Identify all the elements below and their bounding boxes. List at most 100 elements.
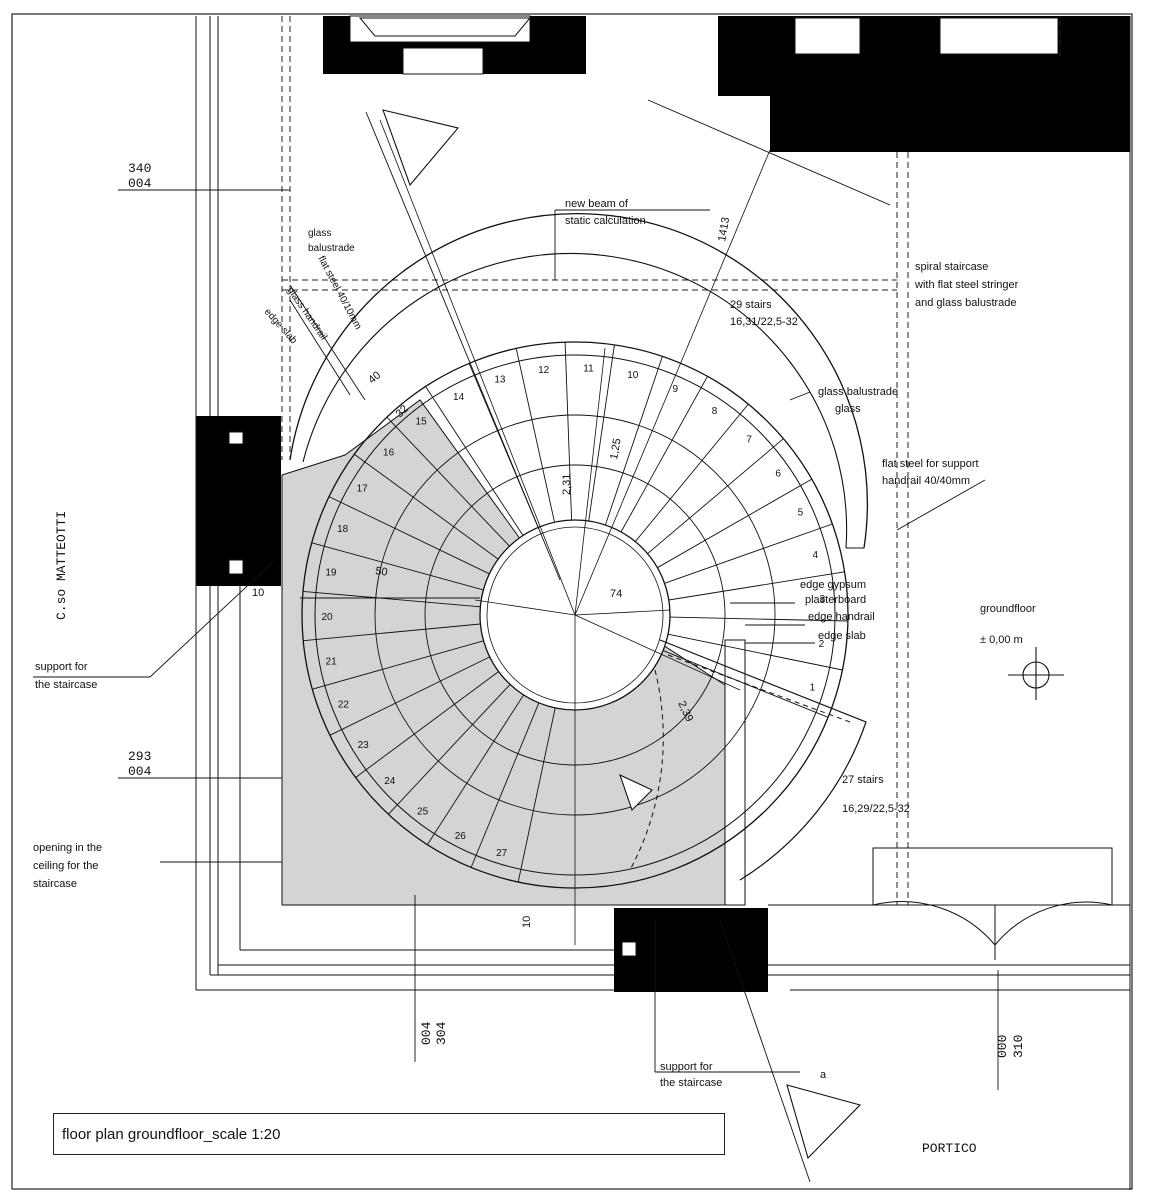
note-stairs-a-1: 29 stairs (730, 299, 772, 311)
stair-tread-line (564, 342, 573, 521)
step-number: 6 (775, 469, 781, 480)
note-flat-steel-support-2: handrail 40/40mm (882, 475, 970, 487)
note-edge-handrail: edge handrail (808, 611, 875, 623)
sheet-border (11, 13, 1133, 1190)
level-marker-symbol (1008, 647, 1064, 700)
note-glass-bal-1: glass (308, 228, 331, 239)
stair-tread-line (620, 376, 708, 533)
step-number: 27 (496, 848, 508, 859)
note-letter-a: a (820, 1069, 827, 1081)
level-upper-bottom: 004 (128, 176, 152, 191)
stair-tread-line (664, 523, 833, 584)
dim-10-bottom: 10 (521, 916, 533, 928)
level-bottom-right-b: 310 (1011, 1035, 1026, 1058)
note-right-glass-bal: glass balustrade (818, 386, 898, 398)
note-support-left-1: support for (35, 661, 88, 673)
step-number: 8 (712, 406, 718, 417)
step-number: 26 (455, 831, 467, 842)
portico-doors (872, 847, 1113, 960)
step-number: 9 (673, 384, 679, 395)
stair-tread-line (354, 453, 499, 560)
level-name: groundfloor (980, 603, 1036, 615)
step-number: 24 (384, 776, 396, 787)
level-bottom-center-a: 004 (419, 1021, 434, 1045)
step-number: 11 (583, 363, 594, 374)
step-number: 21 (326, 657, 338, 668)
stair-tread-line (386, 416, 510, 547)
stair-tread-line (355, 671, 499, 778)
note-new-beam-1: new beam of (565, 198, 629, 210)
note-opening-1: opening in the (33, 842, 102, 854)
street-label: C.so MATTEOTTI (54, 511, 69, 620)
portico-label: PORTICO (922, 1141, 977, 1156)
note-right-glass: glass (835, 403, 861, 415)
dim-10-left: 10 (252, 587, 264, 599)
stair-tread-line (588, 344, 615, 522)
step-number: 16 (383, 448, 395, 459)
level-upper-top: 340 (128, 161, 151, 176)
stair-tread-line (312, 640, 484, 690)
note-edge-gypsum-2: plasterboard (805, 594, 866, 606)
dim-231: 2,31 (561, 474, 573, 495)
stair-tread-line (667, 633, 843, 671)
note-glass-bal-2: balustrade (308, 243, 355, 254)
step-number: 1 (810, 683, 816, 694)
level-bottom-center-b: 304 (434, 1021, 449, 1045)
stair-tread-line (311, 542, 484, 591)
note-spiral-1: spiral staircase (915, 261, 988, 273)
step-number: 19 (325, 567, 337, 578)
note-support-bottom-1: support for (660, 1061, 713, 1073)
step-number: 20 (321, 612, 333, 623)
level-mid-bottom: 004 (128, 764, 152, 779)
stair-tread-line (329, 656, 490, 736)
stair-tread-line (668, 571, 845, 601)
note-spiral-3: and glass balustrade (915, 297, 1017, 309)
stair-tread-line (604, 356, 663, 526)
title-block: floor plan groundfloor_scale 1:20 (53, 1113, 725, 1155)
north-triangles (382, 109, 862, 1160)
step-number: 7 (746, 434, 752, 445)
stair-tread-line (662, 650, 829, 718)
stair-tread-line (427, 694, 524, 845)
note-support-left-2: the staircase (35, 679, 97, 691)
step-number: 18 (337, 524, 349, 535)
level-bottom-right-a: 000 (995, 1035, 1010, 1058)
dim-74: 74 (610, 588, 622, 600)
step-number: 23 (358, 740, 370, 751)
stair-tread-line (388, 684, 511, 815)
stair-tread-line (647, 438, 784, 555)
dim-50: 50 (375, 565, 389, 579)
stair-tread-line (517, 707, 556, 883)
stair-tread-line (302, 590, 481, 608)
note-flat-steel-support-1: flat steel for support (882, 458, 979, 470)
drawing-title: floor plan groundfloor_scale 1:20 (62, 1126, 281, 1143)
note-stairs-b-1: 27 stairs (842, 774, 884, 786)
spiral-staircase: 1234567891011121314151617181920212223242… (289, 119, 868, 945)
note-stairs-a-2: 16,31/22,5-32 (730, 316, 798, 328)
step-number: 22 (338, 700, 350, 711)
step-number: 13 (494, 375, 506, 386)
stair-tread-line (303, 623, 481, 642)
step-number: 14 (453, 392, 465, 403)
step-number: 5 (798, 508, 804, 519)
level-mid-top: 293 (128, 749, 151, 764)
step-number: 2 (819, 639, 825, 650)
note-spiral-2: with flat steel stringer (914, 279, 1019, 291)
stair-tread-line (634, 403, 749, 542)
note-edge-gypsum-1: edge gypsum (800, 579, 866, 591)
walls (196, 16, 1130, 992)
stair-tread-line (425, 386, 524, 536)
note-edge-slab: edge slab (262, 307, 299, 347)
step-number: 15 (416, 417, 428, 428)
step-number: 12 (538, 365, 550, 376)
note-stairs-b-2: 16,29/22,5-32 (842, 803, 910, 815)
step-number: 10 (627, 370, 639, 381)
stair-tread-line (328, 496, 490, 575)
stair-tread-line (515, 348, 555, 523)
note-edge-slab-2: edge slab (818, 630, 866, 642)
stair-tread-line (470, 702, 540, 868)
dim-125: 1,25 (608, 437, 624, 460)
step-number: 4 (813, 550, 819, 561)
step-number: 25 (417, 807, 429, 818)
note-new-beam-2: static calculation (565, 215, 646, 227)
